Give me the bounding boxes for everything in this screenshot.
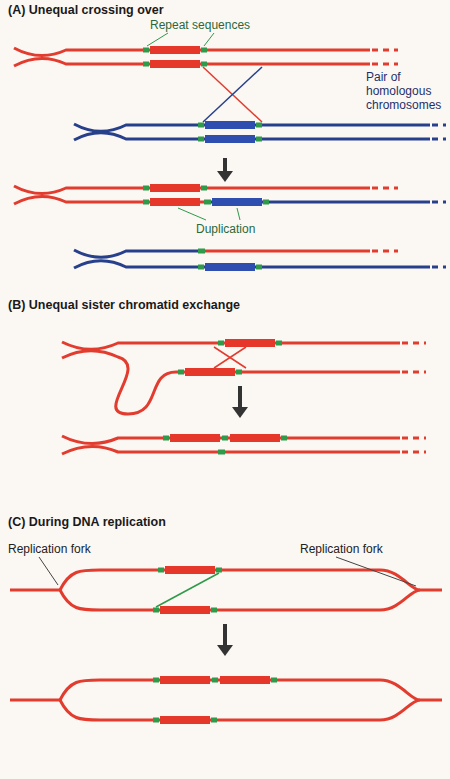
panel-c-before	[10, 570, 442, 610]
callout-label: Duplication	[196, 222, 255, 236]
red-chromatid	[62, 436, 400, 444]
crossover-strand	[214, 347, 246, 368]
panel-a-before	[14, 48, 446, 140]
panel-b-before	[62, 342, 426, 414]
chromatid-tail	[432, 201, 446, 204]
crossover-strand	[203, 67, 262, 122]
repeat-sequence	[198, 251, 262, 267]
repeat-sequence	[153, 680, 277, 720]
leader-line	[147, 33, 214, 46]
panel-b-after	[62, 436, 426, 454]
chromatid-tail	[402, 343, 426, 372]
panel-title: (B) Unequal sister chromatid exchange	[8, 298, 240, 312]
chromatid-tail	[372, 250, 398, 253]
callout-label: Repeat sequences	[150, 18, 250, 32]
daughter-strand	[60, 570, 420, 590]
daughter-strand	[60, 590, 420, 610]
chromatid-tail	[432, 266, 446, 269]
chromatid-tail	[372, 187, 398, 190]
chromatid-tail	[432, 125, 446, 139]
gene-block	[185, 343, 275, 372]
red-chromatid	[204, 250, 370, 253]
repeat-sequence	[143, 50, 207, 64]
callout-label: Replication fork	[300, 542, 383, 556]
parent-dna	[10, 699, 442, 702]
step-arrow	[223, 158, 227, 172]
blue-chromatid	[74, 261, 430, 268]
slipped-strand	[156, 573, 219, 607]
blue-chromatid	[74, 250, 204, 257]
parent-dna	[10, 589, 442, 592]
step-arrow	[223, 624, 227, 646]
gene-block	[160, 680, 270, 720]
daughter-strand	[60, 700, 420, 720]
gene-block	[150, 188, 200, 202]
red-chromatid	[62, 351, 400, 414]
leader-line	[39, 557, 416, 586]
gene-block	[205, 263, 255, 271]
repeat-sequence	[198, 125, 262, 139]
repeat-sequence	[143, 188, 269, 202]
repeat-sequence	[153, 570, 222, 610]
crossover-strand	[203, 67, 262, 122]
arrow-head	[217, 645, 233, 656]
gene-block	[150, 50, 200, 64]
panel-title: (A) Unequal crossing over	[8, 3, 164, 17]
callout-label: Replication fork	[8, 542, 91, 556]
panel-c-after	[10, 680, 442, 720]
blue-chromatid	[207, 201, 430, 204]
panel-a-after	[14, 186, 446, 268]
panel-title: (C) During DNA replication	[8, 515, 166, 529]
chromatid-tail	[402, 438, 426, 452]
step-arrow	[238, 386, 242, 408]
callout-label: Pair of homologous chromosomes	[366, 70, 446, 112]
chromatid-tail	[372, 50, 398, 64]
red-chromatid	[62, 446, 400, 454]
leader-line	[178, 208, 240, 220]
repeat-sequence	[178, 343, 282, 372]
gene-block	[205, 125, 255, 139]
arrow-head	[232, 407, 248, 418]
arrow-head	[217, 171, 233, 182]
gene-block	[212, 198, 262, 206]
repeat-sequence	[163, 438, 287, 452]
